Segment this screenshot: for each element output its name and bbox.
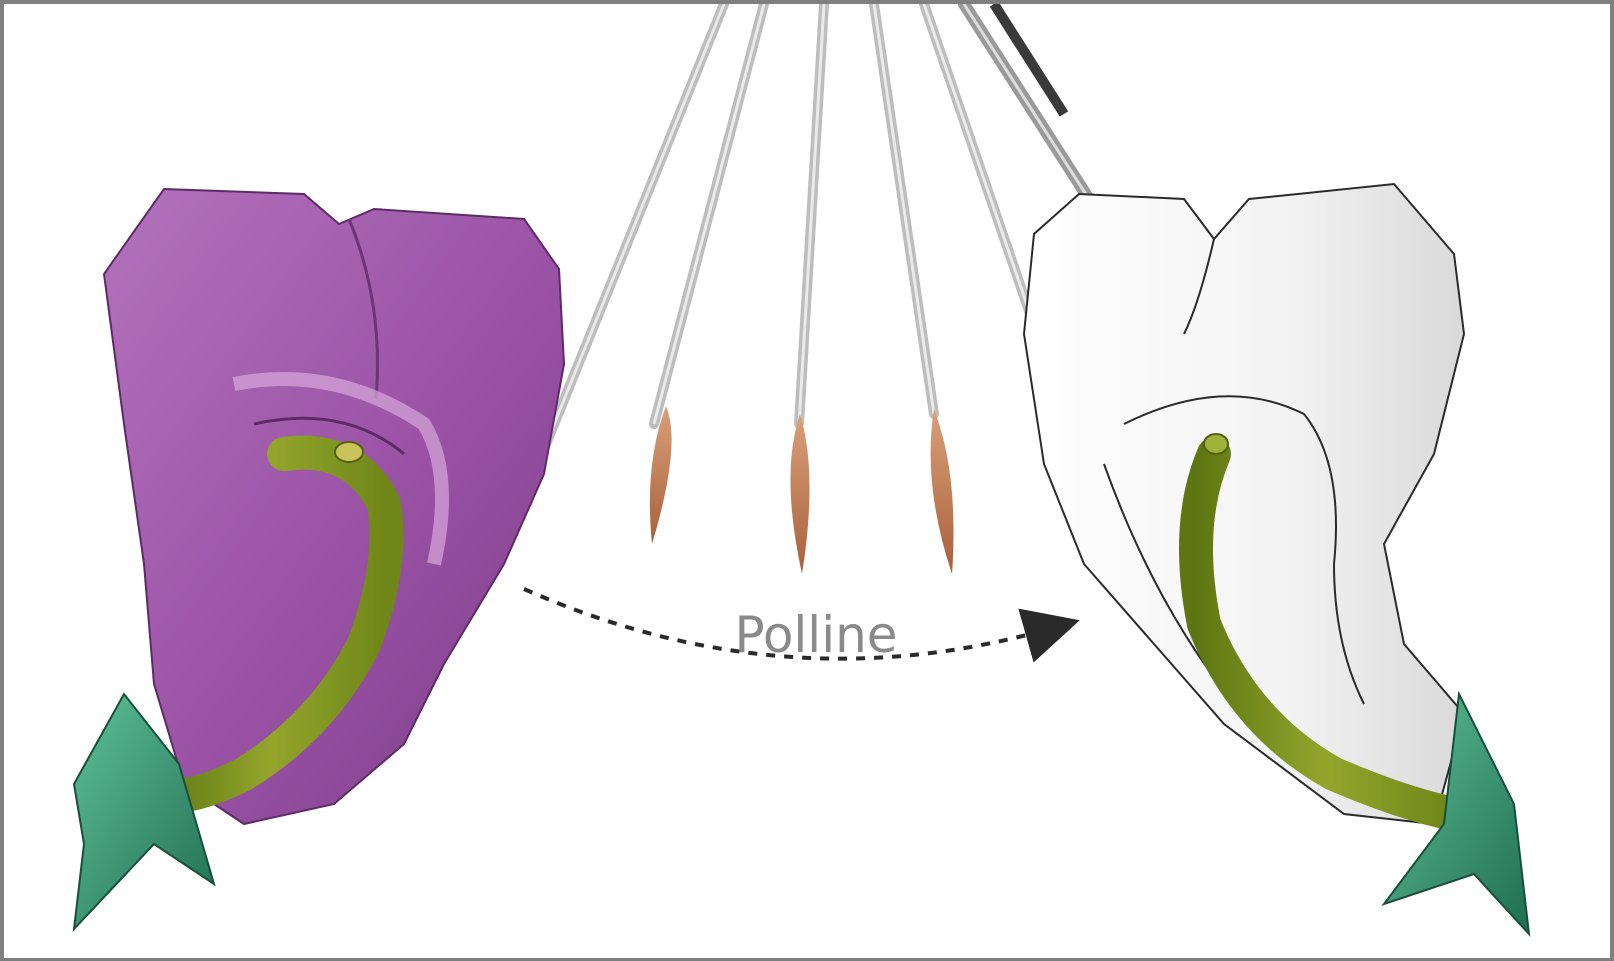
right-flower-white [1024,184,1529,934]
brush-4 [874,4,954,574]
pollen-label: Polline [734,606,897,664]
hand-pollination-diagram: Polline [4,4,1614,961]
left-flower-purple [74,189,564,929]
left-corolla [104,189,564,824]
brush-3 [790,4,824,574]
brush-2 [650,4,764,544]
right-corolla [1024,184,1464,824]
